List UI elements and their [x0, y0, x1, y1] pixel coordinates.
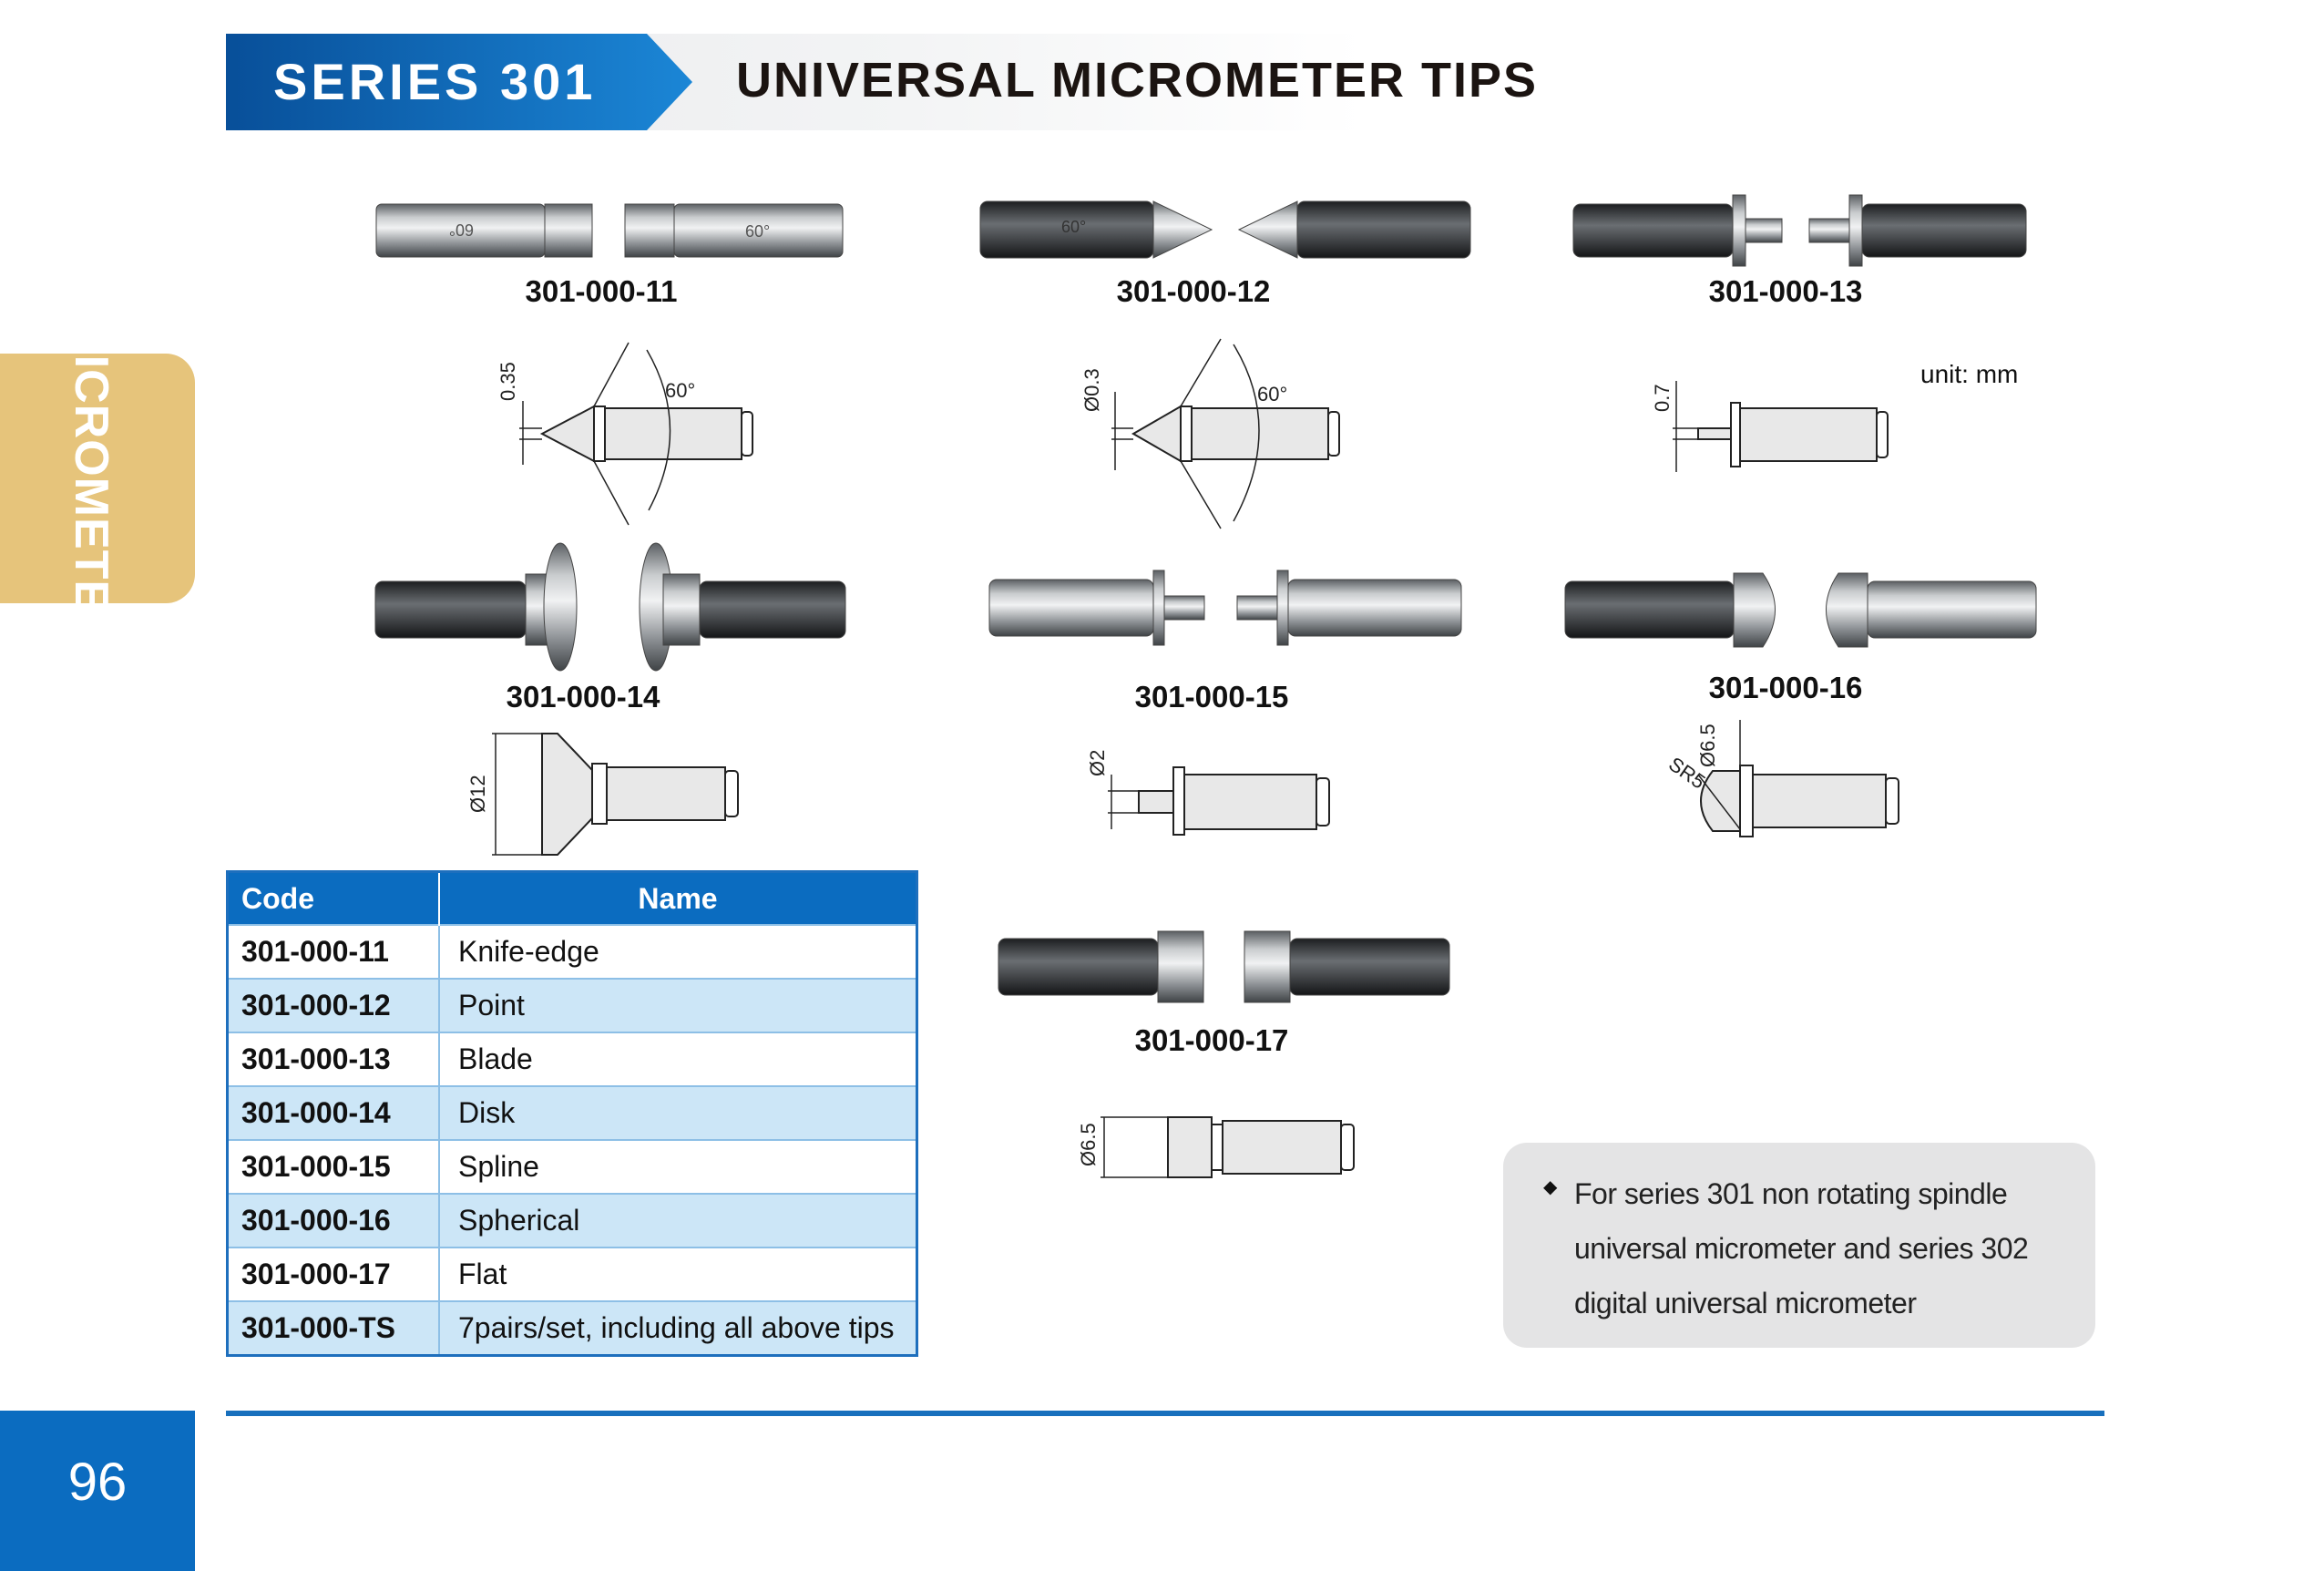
- photo-301-000-13: [1572, 194, 2027, 267]
- row-name: Point: [439, 978, 917, 1032]
- table-header-row: Code Name: [227, 871, 917, 925]
- row-code: 301-000-14: [227, 1085, 440, 1140]
- photo-mark-12: 60°: [1061, 218, 1086, 236]
- row-name: 7pairs/set, including all above tips: [439, 1300, 917, 1356]
- header-code: Code: [227, 871, 440, 925]
- photo-301-000-14: [374, 542, 846, 672]
- row-name: Spherical: [439, 1193, 917, 1248]
- header-name: Name: [439, 871, 917, 925]
- dim-12b: 60°: [1257, 383, 1287, 406]
- dim-17: Ø6.5: [1077, 1123, 1100, 1166]
- photo-mark-11a: 60°: [449, 221, 474, 239]
- row-code: 301-000-TS: [227, 1300, 440, 1356]
- caption-301-000-14: 301-000-14: [506, 680, 660, 714]
- note-box: [1503, 1143, 2095, 1348]
- photo-301-000-16: [1564, 572, 2037, 648]
- row-code: 301-000-16: [227, 1193, 440, 1248]
- unit-label: unit: mm: [1920, 360, 2019, 388]
- dim-12a: Ø0.3: [1080, 368, 1103, 412]
- note-line: For series 301 non rotating spindle: [1574, 1177, 2008, 1210]
- note-line: digital universal micrometer: [1574, 1287, 1917, 1319]
- row-name: Knife-edge: [439, 924, 917, 979]
- dim-13: 0.7: [1651, 384, 1674, 412]
- photo-301-000-12: 60°: [979, 200, 1471, 259]
- note-text: For series 301 non rotating spindle univ…: [1574, 1166, 2084, 1330]
- photo-mark-11b: 60°: [745, 222, 770, 241]
- row-code: 301-000-15: [227, 1139, 440, 1194]
- dim-15: Ø2: [1086, 750, 1109, 776]
- row-name: Spline: [439, 1139, 917, 1194]
- dim-16b: Ø6.5: [1696, 724, 1719, 767]
- photo-301-000-11: 60° 60°: [375, 203, 844, 258]
- caption-301-000-13: 301-000-13: [1708, 274, 1863, 308]
- series-label: SERIES 301: [273, 53, 597, 110]
- page-number: 96: [67, 1453, 128, 1512]
- drawing-301-000-11: 0.35 60°: [497, 342, 753, 526]
- dim-11a: 0.35: [497, 362, 519, 401]
- diamond-bullet-icon: ◆: [1543, 1177, 1558, 1197]
- side-tab[interactable]: [0, 354, 195, 603]
- caption-301-000-17: 301-000-17: [1134, 1023, 1289, 1057]
- caption-301-000-12: 301-000-12: [1116, 274, 1271, 308]
- footer-rule: [226, 1411, 2104, 1416]
- drawing-301-000-12: Ø0.3 60°: [1080, 338, 1340, 529]
- row-code: 301-000-17: [227, 1247, 440, 1301]
- drawing-301-000-16: Ø6.5 SR5: [1664, 720, 1899, 837]
- row-name: Blade: [439, 1032, 917, 1086]
- row-name: Disk: [439, 1085, 917, 1140]
- page-number-box: [0, 1411, 195, 1571]
- caption-301-000-16: 301-000-16: [1708, 671, 1863, 704]
- photo-301-000-15: [988, 570, 1462, 646]
- row-code: 301-000-12: [227, 978, 440, 1032]
- dim-11b: 60°: [665, 379, 695, 402]
- drawing-301-000-14: Ø12: [466, 733, 739, 856]
- dim-14: Ø12: [466, 775, 489, 813]
- caption-301-000-11: 301-000-11: [525, 274, 678, 308]
- row-code: 301-000-13: [227, 1032, 440, 1086]
- photo-301-000-17: [998, 930, 1450, 1003]
- note-line: universal micrometer and series 302: [1574, 1232, 2029, 1265]
- drawing-301-000-15: Ø2: [1086, 750, 1330, 836]
- row-name: Flat: [439, 1247, 917, 1301]
- series-tab: [226, 34, 692, 130]
- page-title: UNIVERSAL MICROMETER TIPS: [736, 53, 1539, 108]
- drawing-301-000-17: Ø6.5: [1077, 1116, 1355, 1178]
- drawing-301-000-13: 0.7: [1651, 381, 1889, 472]
- row-code: 301-000-11: [227, 924, 440, 979]
- caption-301-000-15: 301-000-15: [1134, 680, 1289, 714]
